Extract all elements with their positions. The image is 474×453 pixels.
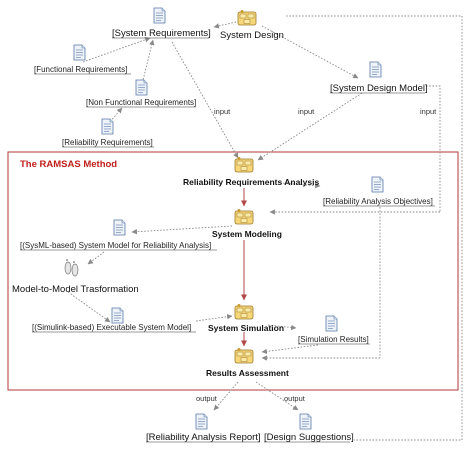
svg-text:[System Design Model]: [System Design Model]: [330, 83, 428, 94]
document-icon: [299, 413, 312, 430]
svg-text:System Design: System Design: [220, 30, 284, 41]
svg-text:[Simulation Results]: [Simulation Results]: [298, 335, 369, 344]
svg-text:[(SysML-based) System Model fo: [(SysML-based) System Model for Reliabil…: [20, 241, 211, 250]
ramsas-frame: [7, 151, 459, 391]
document-icon: [195, 413, 208, 430]
svg-text:System Simulation: System Simulation: [208, 323, 284, 333]
svg-text:[Reliability Analysis Objectiv: [Reliability Analysis Objectives]: [323, 197, 433, 206]
svg-text:[Non Functional Requirements]: [Non Functional Requirements]: [86, 98, 196, 107]
artifact-reliability-requirements[interactable]: [Reliability Requirements]: [62, 118, 154, 148]
artifact-system-design-model[interactable]: [System Design Model]: [330, 61, 428, 94]
activity-system-modeling[interactable]: System Modeling: [212, 208, 282, 239]
edge-label-input-right: input: [420, 107, 437, 116]
activity-results-assessment[interactable]: Results Assessment: [206, 347, 289, 378]
artifact-system-requirements[interactable]: [System Requirements]: [112, 7, 211, 39]
artifact-reliability-analysis-report[interactable]: [Reliability Analysis Report]: [146, 413, 261, 443]
artifact-design-suggestions[interactable]: [Design Suggestions]: [264, 413, 354, 443]
svg-text:[Design Suggestions]: [Design Suggestions]: [264, 432, 354, 443]
artifact-reliability-analysis-objectives[interactable]: [Reliability Analysis Objectives]: [323, 176, 435, 207]
activity-model-to-model[interactable]: Model-to-Model Trasformation: [12, 259, 139, 295]
activity-icon: [234, 156, 254, 173]
artifact-simulation-results[interactable]: [Simulation Results]: [298, 315, 370, 345]
activity-system-simulation[interactable]: System Simulation: [208, 303, 284, 333]
document-icon: [135, 79, 148, 96]
svg-text:[Functional Requirements]: [Functional Requirements]: [34, 65, 127, 74]
svg-text:Reliability Requirements Analy: Reliability Requirements Analysis: [183, 177, 319, 187]
artifact-sysml-model[interactable]: [(SysML-based) System Model for Reliabil…: [20, 219, 217, 251]
activity-icon: [234, 303, 254, 320]
activity-system-design[interactable]: System Design: [220, 9, 284, 41]
svg-text:System Modeling: System Modeling: [212, 229, 282, 239]
document-icon: [113, 219, 126, 236]
document-icon: [73, 44, 86, 61]
svg-text:[Reliability Requirements]: [Reliability Requirements]: [62, 138, 153, 147]
artifact-functional-requirements[interactable]: [Functional Requirements]: [34, 44, 131, 75]
activity-icon: [237, 9, 257, 26]
svg-text:[System Requirements]: [System Requirements]: [112, 28, 211, 39]
dotted-connectors: [67, 15, 463, 441]
document-icon: [371, 176, 384, 193]
document-icon: [325, 315, 338, 332]
document-icon: [153, 7, 166, 24]
activity-reliability-requirements-analysis[interactable]: Reliability Requirements Analysis: [183, 156, 319, 187]
footprints-icon: [64, 259, 79, 277]
edge-label-output-left: output: [196, 394, 218, 403]
method-title: The RAMSAS Method: [20, 159, 117, 170]
activity-icon: [234, 347, 254, 364]
edge-label-input-left: input: [214, 107, 231, 116]
artifact-non-functional-requirements[interactable]: [Non Functional Requirements]: [86, 79, 196, 108]
edge-label-input-middle: input: [298, 107, 315, 116]
artifact-simulink-model[interactable]: [(Simulink-based) Executable System Mode…: [32, 307, 196, 333]
svg-text:Model-to-Model Trasformation: Model-to-Model Trasformation: [12, 284, 139, 295]
activity-icon: [234, 208, 254, 225]
document-icon: [369, 61, 382, 78]
svg-text:Results Assessment: Results Assessment: [206, 368, 289, 378]
svg-text:[Reliability Analysis Report]: [Reliability Analysis Report]: [146, 432, 261, 443]
document-icon: [101, 118, 114, 135]
svg-text:[(Simulink-based) Executable S: [(Simulink-based) Executable System Mode…: [32, 323, 191, 332]
edge-label-output-right: output: [284, 394, 306, 403]
document-icon: [111, 307, 124, 324]
